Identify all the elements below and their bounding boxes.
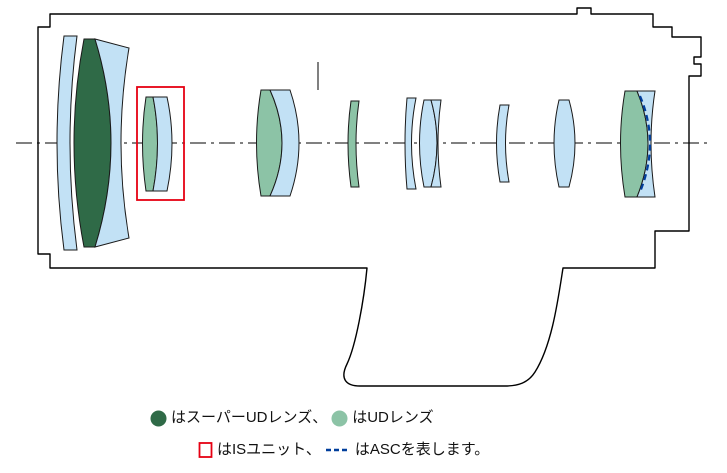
legend-is-unit-label: はISユニット、 bbox=[217, 441, 321, 458]
super-ud-legend-swatch-icon bbox=[150, 410, 167, 426]
legend-asc-label: はASCを表します。 bbox=[354, 441, 490, 458]
is-unit-box bbox=[136, 86, 185, 201]
asc-coating-line bbox=[638, 95, 652, 193]
lens-element-thin-ud bbox=[347, 100, 360, 188]
lens-element-group7 bbox=[553, 99, 576, 188]
lens-element-group5-a bbox=[404, 97, 417, 190]
lens-element-group5-c bbox=[430, 99, 442, 188]
asc-legend-swatch-icon bbox=[325, 448, 350, 452]
legend-ud-label: はUDレンズ bbox=[352, 409, 434, 426]
lens-barrel-outline bbox=[37, 7, 702, 387]
lens-element-group6 bbox=[496, 104, 510, 183]
lens-element-front-meniscus bbox=[56, 35, 78, 251]
legend-line-2: はISユニット、 はASCを表します。 bbox=[198, 440, 489, 460]
lens-element-rear-blue bbox=[636, 90, 656, 198]
ud-legend-swatch-icon bbox=[331, 410, 348, 426]
lens-element-is-blue bbox=[152, 96, 173, 192]
legend-line-1: はスーパーUDレンズ、 はUDレンズ bbox=[150, 408, 434, 428]
lens-element-mid-blue bbox=[269, 89, 300, 197]
legend-super-ud-label: はスーパーUDレンズ、 bbox=[171, 409, 328, 426]
lens-element-front-rear-blue bbox=[94, 38, 130, 248]
is-unit-legend-swatch-icon bbox=[198, 442, 213, 458]
